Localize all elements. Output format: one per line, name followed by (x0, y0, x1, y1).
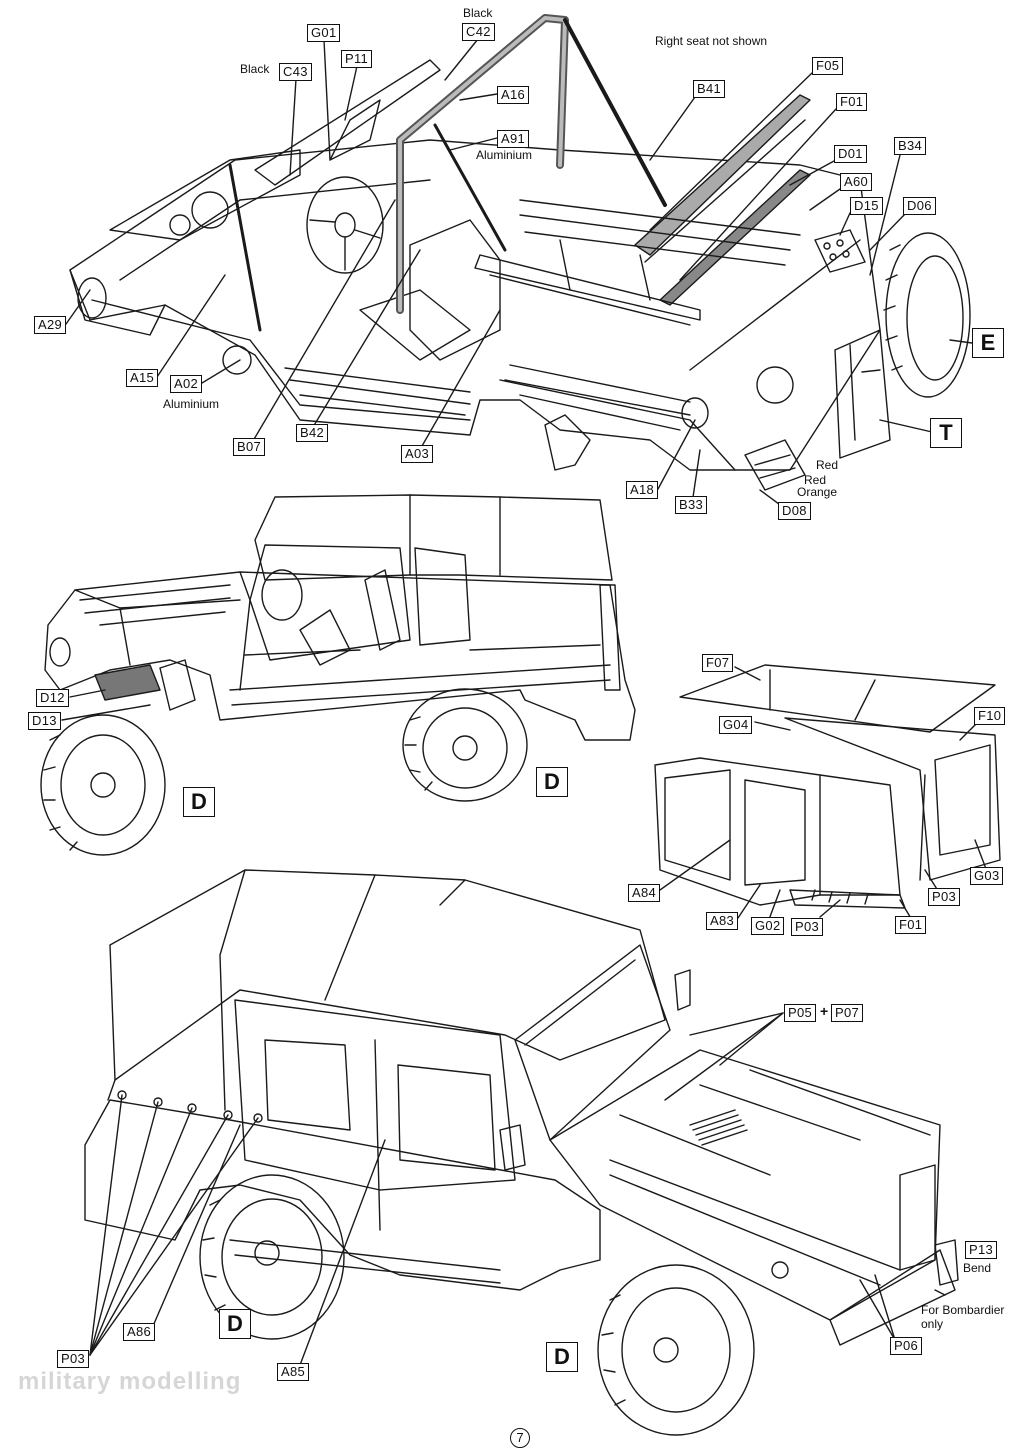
part-label: A16 (497, 86, 530, 104)
part-label: D01 (834, 145, 867, 163)
part-label: G01 (307, 24, 341, 42)
part-label: F10 (974, 707, 1006, 725)
subassembly-marker: E (972, 328, 1004, 358)
color-note: Red (804, 473, 827, 487)
part-label: F05 (812, 57, 844, 75)
instruction-note: Right seat not shown (655, 34, 768, 48)
part-label: F01 (895, 916, 927, 934)
part-label: A02 (170, 375, 203, 393)
subassembly-marker: D (219, 1309, 251, 1339)
chassis-open-view (65, 14, 973, 511)
vehicle-frame-view (40, 494, 636, 856)
instruction-note: only (921, 1317, 944, 1331)
color-note: Red (816, 458, 839, 472)
part-label: G04 (719, 716, 753, 734)
subassembly-marker: D (183, 787, 215, 817)
part-label: G03 (970, 867, 1004, 885)
part-label: B33 (675, 496, 708, 514)
part-label: B42 (296, 424, 329, 442)
part-label: C43 (279, 63, 312, 81)
watermark: military modelling (18, 1368, 242, 1395)
part-label: B34 (894, 137, 927, 155)
part-label: P05 (784, 1004, 817, 1022)
part-label: P11 (341, 50, 373, 68)
part-label: P06 (890, 1337, 923, 1355)
part-label: D13 (28, 712, 61, 730)
instruction-note: Bend (963, 1261, 992, 1275)
part-label: P03 (57, 1350, 90, 1368)
part-label: P03 (791, 918, 824, 936)
part-label: D15 (850, 197, 883, 215)
part-label: A03 (401, 445, 434, 463)
part-label: A15 (126, 369, 159, 387)
instruction-note: For Bombardier (921, 1303, 1005, 1317)
subassembly-marker: T (930, 418, 962, 448)
part-label: D06 (903, 197, 936, 215)
part-label: A83 (706, 912, 739, 930)
subassembly-marker: D (546, 1342, 578, 1372)
part-label: F01 (836, 93, 868, 111)
part-label: D08 (778, 502, 811, 520)
part-label: G02 (751, 917, 785, 935)
covered-vehicle-view (84, 869, 959, 1436)
canopy-exploded-view (654, 664, 1001, 923)
material-note: Aluminium (476, 148, 533, 162)
page-number: 7 (510, 1428, 530, 1448)
part-label: P03 (928, 888, 961, 906)
part-label: A86 (123, 1323, 156, 1341)
color-note: Orange (797, 485, 838, 499)
part-label: A84 (628, 884, 661, 902)
color-note: Black (240, 62, 270, 76)
part-label: F07 (702, 654, 734, 672)
part-label: C42 (462, 23, 495, 41)
subassembly-marker: D (536, 767, 568, 797)
part-label: A60 (840, 173, 873, 191)
part-label: B07 (233, 438, 266, 456)
part-label: P13 (965, 1241, 998, 1259)
part-label: P07 (831, 1004, 864, 1022)
material-note: Aluminium (163, 397, 220, 411)
part-label: A85 (277, 1363, 310, 1381)
part-label: A91 (497, 130, 530, 148)
part-label: A18 (626, 481, 659, 499)
part-label: A29 (34, 316, 67, 334)
color-note: Black (463, 6, 493, 20)
part-label: B41 (693, 80, 726, 98)
plus-sign: + (820, 1003, 829, 1019)
part-label: D12 (36, 689, 69, 707)
